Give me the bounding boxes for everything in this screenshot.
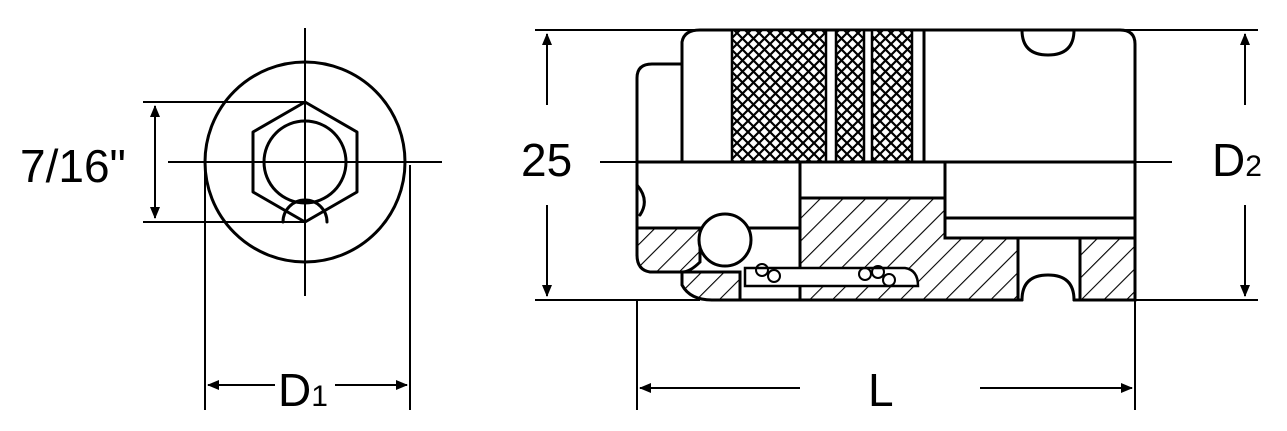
nose-chamfer bbox=[635, 183, 646, 217]
hatched-nose bbox=[635, 226, 702, 274]
knurl-band-3 bbox=[870, 28, 914, 164]
length-label: L bbox=[868, 364, 894, 416]
end-view: 7/16" D1 bbox=[20, 28, 442, 416]
spring-channel bbox=[743, 266, 920, 288]
spring-coil-2 bbox=[767, 269, 781, 283]
height-label: 25 bbox=[521, 134, 572, 186]
side-dimensions: 25 D2 L bbox=[521, 29, 1262, 416]
hatched-end bbox=[1078, 236, 1137, 302]
spring-coil-4 bbox=[871, 265, 885, 279]
spring-coil-5 bbox=[882, 273, 896, 287]
bottom-notch bbox=[1020, 273, 1076, 302]
spring-coil-3 bbox=[858, 267, 872, 281]
d2-label: D2 bbox=[1212, 134, 1262, 186]
spring-coil-1 bbox=[755, 263, 769, 277]
knurl-band-1 bbox=[730, 28, 828, 164]
side-view bbox=[600, 28, 1172, 302]
d1-label: D1 bbox=[278, 364, 328, 416]
hex-size-label: 7/16" bbox=[20, 140, 126, 192]
detent-ball bbox=[697, 212, 753, 268]
hatched-sleeve bbox=[680, 270, 742, 302]
upper-outline bbox=[635, 28, 1137, 164]
top-notch bbox=[1020, 28, 1076, 57]
knurl-band-2 bbox=[834, 28, 866, 164]
